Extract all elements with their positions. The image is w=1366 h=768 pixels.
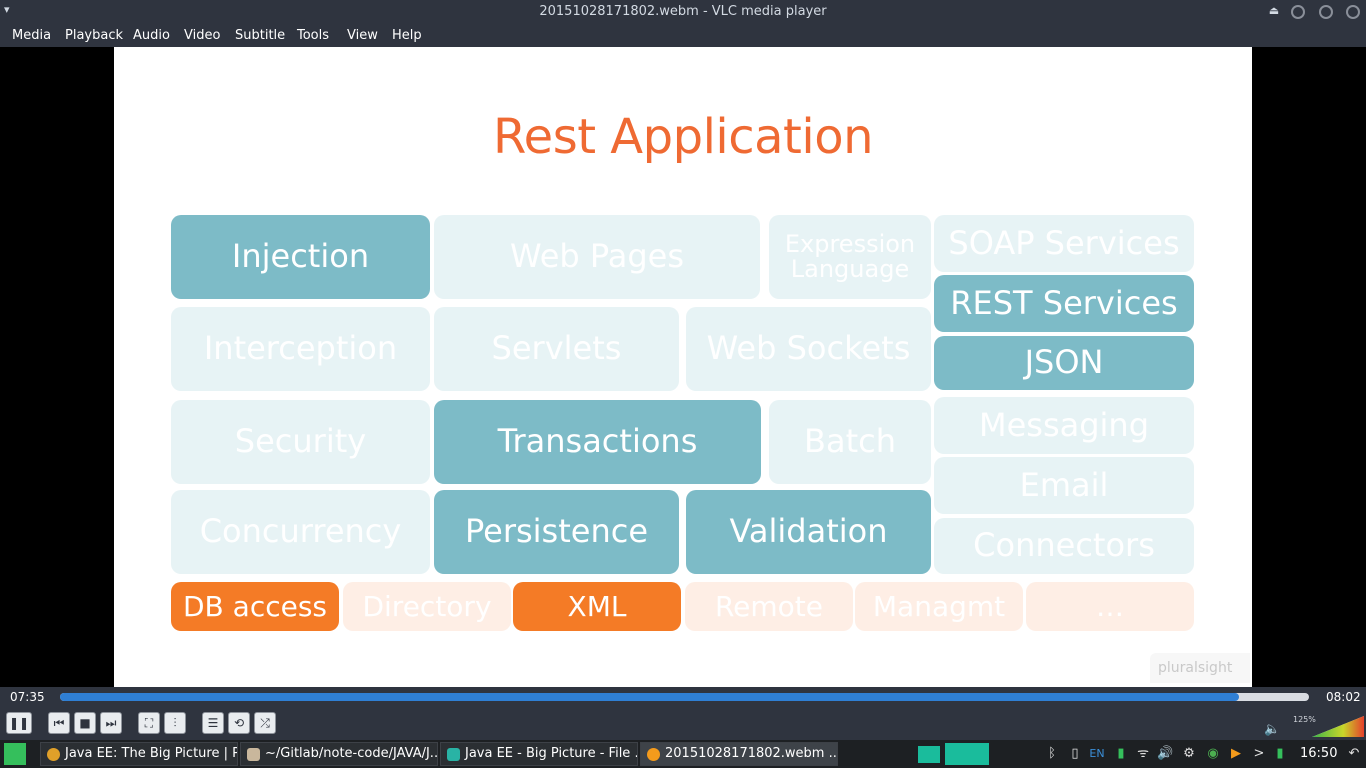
tile-web-sockets: Web Sockets	[686, 307, 931, 391]
settings-icon[interactable]: ⚙	[1183, 746, 1195, 761]
menu-media[interactable]: Media	[12, 28, 52, 43]
total-time: 08:02	[1326, 690, 1361, 704]
workspace-2[interactable]	[945, 743, 989, 765]
tile-persistence: Persistence	[434, 490, 679, 574]
menu-subtitle[interactable]: Subtitle	[235, 28, 286, 43]
tile-soap-services: SOAP Services	[934, 215, 1194, 272]
tile-email: Email	[934, 457, 1194, 514]
clipboard-icon[interactable]: ▯	[1071, 746, 1079, 761]
menu-help[interactable]: Help	[392, 28, 422, 43]
playlist-button[interactable]: ☰	[202, 712, 224, 734]
controls-bar: ❚❚ ⏮ ■ ⏭ ⛶ ⫶ ☰ ⟲ ⤮ 🔈 125%	[0, 707, 1366, 740]
previous-button[interactable]: ⏮	[48, 712, 70, 734]
tile-interception: Interception	[171, 307, 430, 391]
pause-button[interactable]: ❚❚	[6, 712, 32, 734]
tile-remote: Remote	[685, 582, 853, 631]
title-bar: ▾ 20151028171802.webm - VLC media player…	[0, 0, 1366, 24]
tile-connectors: Connectors	[934, 518, 1194, 574]
clock: 16:50	[1300, 746, 1338, 761]
window-menu-icon[interactable]: ▾	[4, 3, 10, 16]
slide: Rest Application Injection Web Pages Exp…	[114, 47, 1252, 687]
tile-messaging: Messaging	[934, 397, 1194, 454]
tile-concurrency: Concurrency	[171, 490, 430, 574]
volume-tray-icon[interactable]: 🔊	[1157, 746, 1174, 761]
tile-json: JSON	[934, 336, 1194, 390]
shade-icon[interactable]: ⏏	[1268, 4, 1280, 17]
menu-bar: Media Playback Audio Video Subtitle Tool…	[0, 24, 1366, 47]
volume-label: 125%	[1293, 715, 1316, 724]
menu-audio[interactable]: Audio	[133, 28, 170, 43]
battery-icon[interactable]: ▮	[1276, 746, 1284, 761]
seek-slider[interactable]	[60, 693, 1309, 701]
start-menu-icon[interactable]	[4, 743, 26, 765]
tile-injection: Injection	[171, 215, 430, 299]
manjaro-icon[interactable]: ▮	[1117, 746, 1125, 761]
seek-row: 07:35 08:02	[0, 687, 1366, 707]
volume-wedge-fill	[1312, 716, 1364, 737]
stop-button[interactable]: ■	[74, 712, 96, 734]
video-area[interactable]: Rest Application Injection Web Pages Exp…	[0, 47, 1366, 687]
tile-expression-language: Expression Language	[769, 215, 931, 299]
folder-icon	[447, 748, 460, 761]
task-editor[interactable]: ~/Gitlab/note-code/JAVA/J...	[240, 742, 438, 766]
tile-transactions: Transactions	[434, 400, 761, 484]
update-icon[interactable]: ◉	[1207, 746, 1219, 761]
tile-directory: Directory	[343, 582, 511, 631]
tile-servlets: Servlets	[434, 307, 679, 391]
menu-tools[interactable]: Tools	[297, 28, 330, 43]
wifi-icon[interactable]: ᯤ	[1137, 746, 1149, 761]
shuffle-button[interactable]: ⤮	[254, 712, 276, 734]
taskbar: Java EE: The Big Picture | P... ~/Gitlab…	[0, 740, 1366, 768]
bluetooth-icon[interactable]: ᛒ	[1048, 746, 1056, 761]
next-button[interactable]: ⏭	[100, 712, 122, 734]
keyboard-layout[interactable]: EN	[1089, 747, 1105, 760]
tile-managmt: Managmt	[855, 582, 1023, 631]
tile-batch: Batch	[769, 400, 931, 484]
extended-settings-button[interactable]: ⫶	[164, 712, 186, 734]
editor-icon	[247, 748, 260, 761]
task-file-manager[interactable]: Java EE - Big Picture - File ...	[440, 742, 638, 766]
tile-validation: Validation	[686, 490, 931, 574]
pluralsight-watermark: pluralsight	[1150, 653, 1250, 683]
speaker-icon[interactable]: 🔈	[1264, 722, 1281, 737]
tile-rest-services: REST Services	[934, 275, 1194, 332]
show-desktop-icon[interactable]: ↶	[1348, 746, 1360, 761]
close-button[interactable]	[1346, 5, 1360, 19]
tile-xml: XML	[513, 582, 681, 631]
slide-title: Rest Application	[492, 109, 874, 165]
elapsed-time: 07:35	[10, 690, 45, 704]
vlc-tray-icon[interactable]: ▶	[1231, 746, 1241, 761]
volume-slider[interactable]	[1312, 716, 1364, 737]
terminal-icon[interactable]: >	[1253, 746, 1265, 761]
fullscreen-button[interactable]: ⛶	[138, 712, 160, 734]
chrome-icon	[47, 748, 60, 761]
menu-playback[interactable]: Playback	[65, 28, 124, 43]
minimize-button[interactable]	[1291, 5, 1305, 19]
task-vlc[interactable]: 20151028171802.webm ...	[640, 742, 838, 766]
menu-view[interactable]: View	[347, 28, 378, 43]
loop-button[interactable]: ⟲	[228, 712, 250, 734]
window-title: 20151028171802.webm - VLC media player	[539, 4, 827, 19]
tile-more: …	[1026, 582, 1194, 631]
seek-progress-fill	[60, 693, 1240, 701]
tile-security: Security	[171, 400, 430, 484]
tile-web-pages: Web Pages	[434, 215, 760, 299]
tile-db-access: DB access	[171, 582, 339, 631]
workspace-1[interactable]	[918, 746, 940, 763]
maximize-button[interactable]	[1319, 5, 1333, 19]
task-chrome[interactable]: Java EE: The Big Picture | P...	[40, 742, 238, 766]
menu-video[interactable]: Video	[184, 28, 221, 43]
vlc-icon	[647, 748, 660, 761]
